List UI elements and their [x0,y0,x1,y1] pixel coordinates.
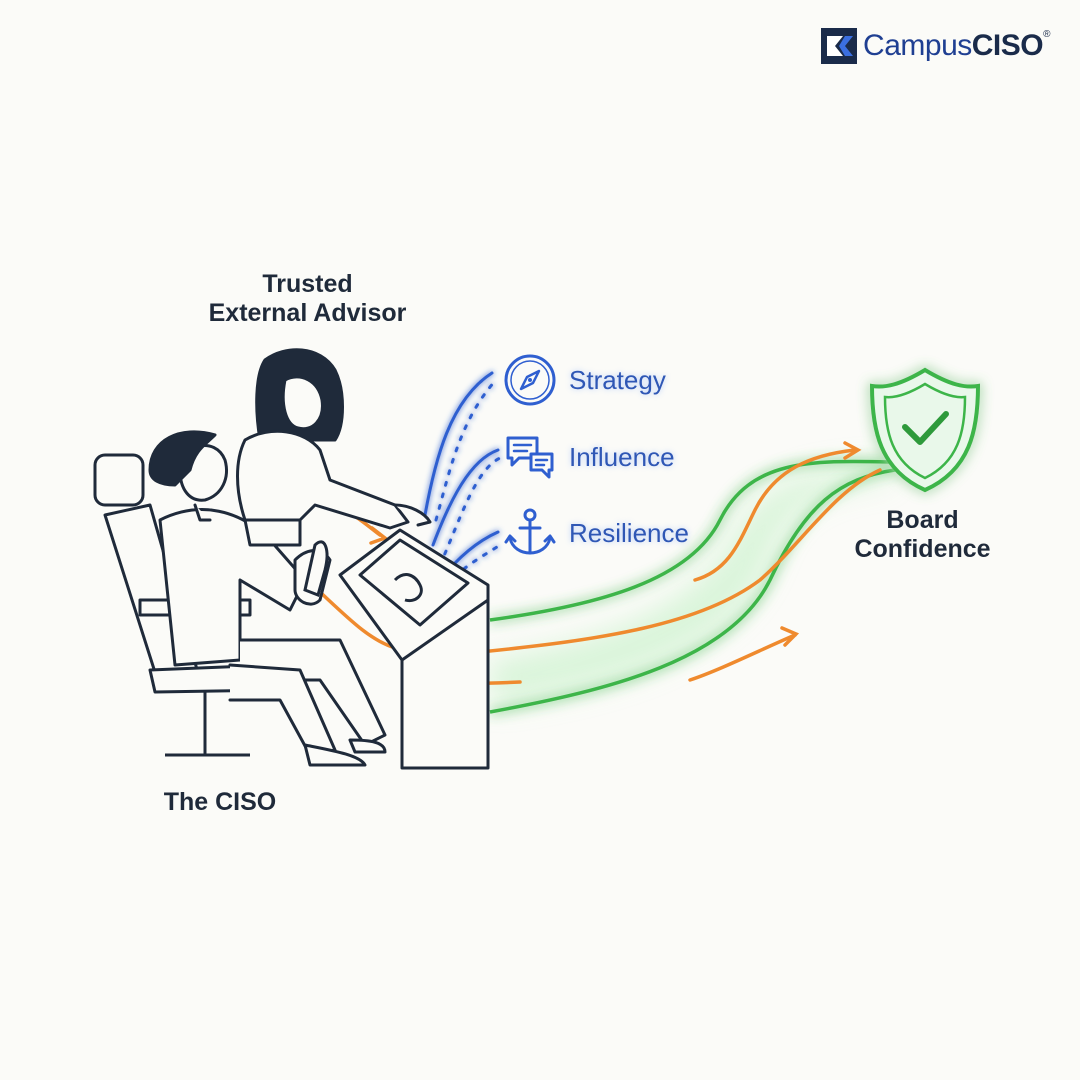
ciso-label: The CISO [163,788,277,816]
chat-bubbles-icon [506,436,554,479]
brand-name-light: Campus [863,29,972,62]
brand-name-bold: CISO [971,29,1044,62]
joystick [303,540,329,597]
brand-wordmark: CampusCISO® [863,29,1050,63]
registered-mark: ® [1043,29,1050,40]
advisor-figure [236,348,432,547]
pillar-label: Resilience [569,517,689,548]
pillar-label: Influence [569,441,675,472]
pillar-resilience: Resilience [503,506,689,560]
brand-logo: CampusCISO® [821,28,1050,64]
compass-icon [504,354,556,406]
shield-check-icon [869,367,981,493]
pillar-label: Strategy [569,364,666,395]
pillar-influence: Influence [503,430,675,484]
green-path [489,459,896,714]
ciso-figure [148,430,387,767]
campusciso-mark-icon [821,28,858,64]
anchor-icon [504,508,556,555]
control-console [338,528,490,770]
pillar-strategy: Strategy [503,353,666,407]
